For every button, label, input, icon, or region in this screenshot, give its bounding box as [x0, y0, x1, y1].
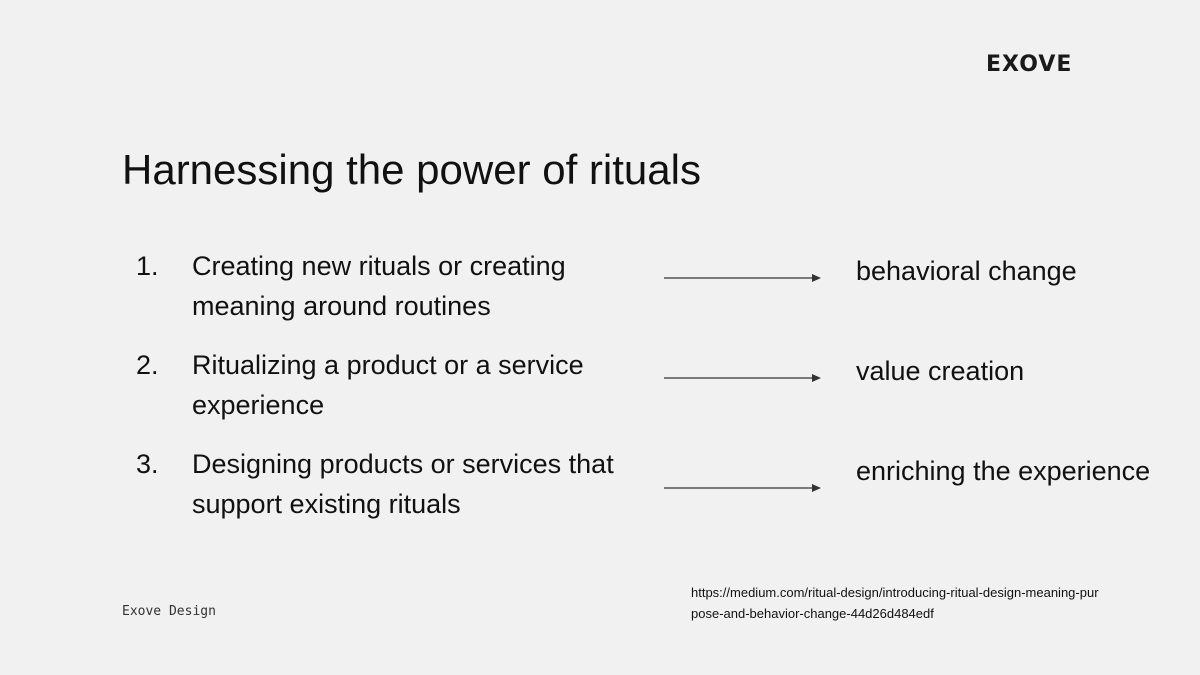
right-arrow-icon	[664, 272, 824, 284]
footer-label: Exove Design	[122, 604, 216, 619]
source-link-line-2: pose-and-behavior-change-44d26d484edf	[691, 606, 934, 621]
list-item-3: 3. Designing products or services that s…	[136, 444, 1186, 554]
list-item-result: behavioral change	[856, 256, 1077, 286]
list-item-number: 3.	[136, 449, 159, 479]
list-item-text: Creating new rituals or creating meaning…	[192, 251, 566, 321]
list-item-result: enriching the experience	[856, 456, 1151, 486]
list-item-2: 2. Ritualizing a product or a service ex…	[136, 345, 1186, 455]
source-link-line-1: https://medium.com/ritual-design/introdu…	[691, 585, 1099, 600]
right-arrow-icon	[664, 372, 824, 384]
list-item-number: 1.	[136, 251, 159, 281]
source-link[interactable]: https://medium.com/ritual-design/introdu…	[691, 582, 1181, 624]
list-item-text: Ritualizing a product or a service exper…	[192, 350, 584, 420]
list-item-text: Designing products or services that supp…	[192, 449, 614, 519]
slide-title: Harnessing the power of rituals	[122, 146, 701, 193]
list-item-1: 1. Creating new rituals or creating mean…	[136, 246, 1186, 356]
brand-logo: EXOVE	[986, 52, 1073, 77]
list-item-result: value creation	[856, 356, 1025, 386]
right-arrow-icon	[664, 482, 824, 494]
list-item-number: 2.	[136, 350, 159, 380]
